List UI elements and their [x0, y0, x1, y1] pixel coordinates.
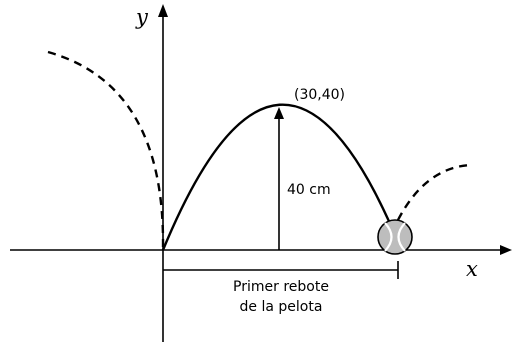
ball-icon	[377, 219, 413, 255]
outgoing-trajectory-dashed	[396, 163, 471, 221]
height-arrowhead	[274, 107, 284, 119]
peak-label: (30,40)	[294, 87, 345, 103]
bounce-label-line1: Primer rebote	[233, 279, 329, 295]
bounce-label-line2: de la pelota	[240, 299, 323, 315]
height-label: 40 cm	[287, 182, 331, 198]
x-axis-label: x	[466, 257, 478, 281]
y-axis-label: y	[135, 5, 149, 29]
incoming-trajectory-dashed	[47, 50, 165, 249]
bounce-parabola	[161, 103, 397, 251]
x-axis-arrow	[500, 245, 512, 255]
y-axis-arrow	[158, 4, 168, 17]
